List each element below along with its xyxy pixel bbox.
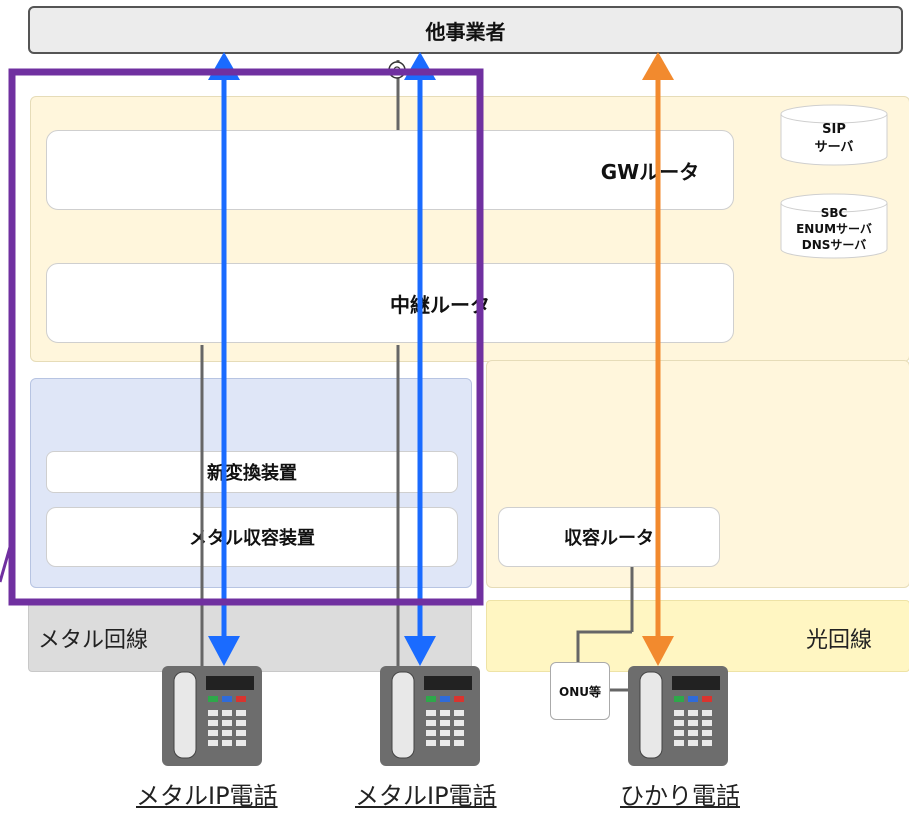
new-converter: 新変換装置 — [46, 451, 458, 493]
phone-icon — [380, 666, 480, 766]
phone-label-metal-ip-2: メタルIP電話 — [355, 782, 497, 810]
metal-ip-phone-icon-2 — [380, 666, 480, 766]
optical-line-label: 光回線 — [806, 628, 873, 653]
sip-server: SIP サーバ — [780, 104, 888, 166]
metal-ip-phone-icon-1 — [162, 666, 262, 766]
hikari-arrow-down — [642, 636, 674, 666]
carrier-bar: 他事業者 — [28, 6, 903, 54]
onu-wire — [576, 630, 632, 662]
onu-box: ONU等 — [550, 662, 610, 720]
phone-icon — [162, 666, 262, 766]
ip-arrow-2-up — [404, 52, 436, 80]
ip-arrow-2-down — [404, 636, 436, 666]
phone-label-hikari: ひかり電話 — [620, 782, 740, 810]
highlight-pointer — [0, 539, 14, 583]
phone-icon — [628, 666, 728, 766]
ip-arrow-1-up — [208, 52, 240, 80]
highlight-frame — [8, 68, 484, 606]
gw-router: GWルータ — [46, 130, 734, 210]
phone-label-metal-ip-1: メタルIP電話 — [136, 782, 278, 810]
accommodation-router: 収容ルータ — [498, 507, 720, 567]
ip-arrow-1-down — [208, 636, 240, 666]
hikari-phone-icon — [628, 666, 728, 766]
hikari-arrow-up — [642, 52, 674, 80]
metal-line-label: メタル回線 — [38, 628, 149, 653]
metal-accommodation-device: メタル収容装置 — [46, 507, 458, 567]
relay-router: 中継ルータ — [46, 263, 734, 343]
sbc-enum-dns-server: SBC ENUMサーバ DNSサーバ — [780, 193, 888, 259]
